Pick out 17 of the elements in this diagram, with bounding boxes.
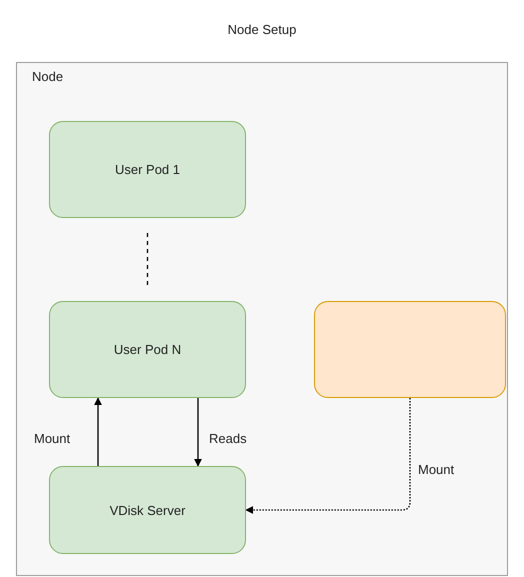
container-label: Node: [32, 69, 64, 84]
pod-box: [49, 466, 246, 554]
box-label: User Pod N: [114, 342, 182, 357]
pod-box: [49, 121, 246, 218]
arrow: [94, 397, 102, 466]
pod-box: [49, 301, 246, 398]
diagram-title: Node Setup: [226, 22, 298, 37]
pod-box: [314, 301, 506, 398]
edge-label: Mount: [418, 462, 454, 477]
edge-label: Mount: [34, 431, 70, 446]
node-container: [16, 62, 508, 576]
box-label: VDisk Server: [110, 502, 186, 518]
edge-label: Reads: [209, 431, 247, 446]
connector-line: [146, 233, 148, 286]
arrow: [194, 398, 202, 467]
arrow: [245, 398, 411, 514]
box-label: User Pod 1: [114, 162, 180, 177]
